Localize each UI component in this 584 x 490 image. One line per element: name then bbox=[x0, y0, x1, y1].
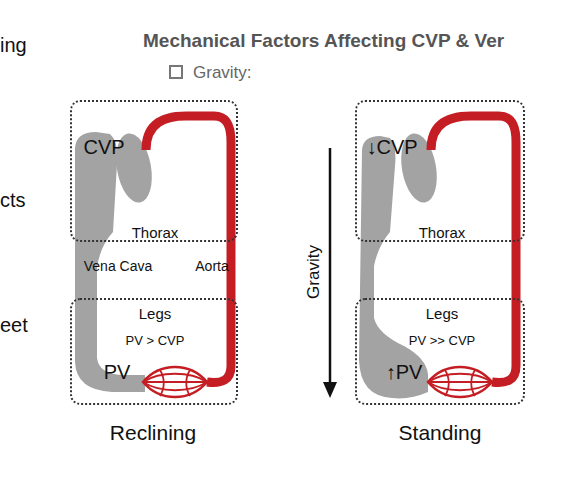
capillary-vessels bbox=[428, 370, 492, 396]
bullet-text: Gravity: bbox=[193, 64, 252, 81]
gravity-arrow-head bbox=[323, 382, 337, 398]
region-label: Legs bbox=[426, 306, 459, 321]
thorax-region: CVP Thorax bbox=[70, 100, 238, 242]
capillary-bed bbox=[143, 367, 207, 397]
region-label: Thorax bbox=[132, 225, 179, 240]
region-label: PV >> CVP bbox=[409, 334, 475, 347]
thorax-region: ↓CVP Thorax bbox=[355, 100, 525, 242]
gravity-label: Gravity bbox=[305, 245, 322, 299]
cutoff-text: ing bbox=[0, 35, 27, 55]
legs-region: Legs PV >> CVP ↑PV bbox=[355, 298, 525, 405]
cutoff-text: eet bbox=[0, 315, 28, 335]
capillary-bed bbox=[428, 367, 492, 397]
slide-title: Mechanical Factors Affecting CVP & Ver bbox=[143, 31, 504, 50]
region-label: Legs bbox=[139, 306, 172, 321]
vessel-label: Aorta bbox=[195, 259, 228, 273]
panel-caption: Reclining bbox=[110, 422, 196, 443]
region-label: ↓CVP bbox=[366, 137, 417, 157]
legs-region: Legs PV > CVP PV bbox=[70, 298, 238, 405]
region-label: PV > CVP bbox=[126, 334, 185, 347]
capillary-vessels bbox=[143, 370, 207, 396]
gravity-arrow-shaft bbox=[329, 148, 332, 384]
bullet-square bbox=[170, 66, 182, 78]
panel-caption: Standing bbox=[399, 422, 482, 443]
region-label: CVP bbox=[83, 137, 124, 157]
region-label: PV bbox=[104, 362, 131, 382]
region-label: ↑PV bbox=[386, 362, 423, 382]
region-label: Thorax bbox=[419, 225, 466, 240]
cutoff-text: cts bbox=[0, 190, 26, 210]
vessel-label: Vena Cava bbox=[84, 259, 153, 273]
